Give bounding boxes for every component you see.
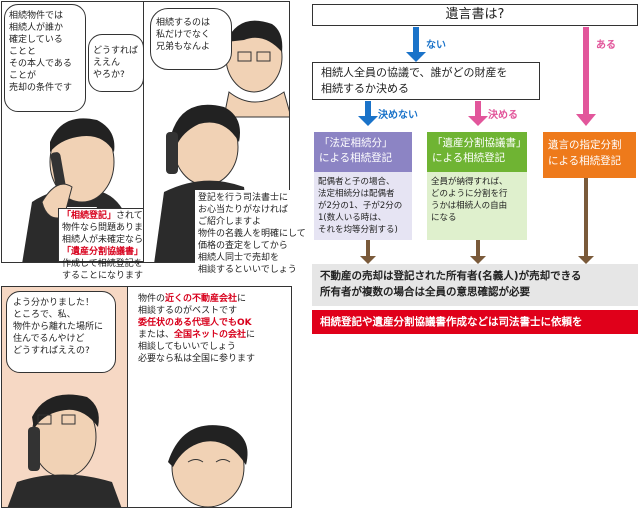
- highlight-text: 「相続登記」: [62, 211, 117, 221]
- bubble-line: ことと: [9, 47, 37, 57]
- caption-line: 作成して相続登記を: [62, 258, 178, 270]
- caption-line: 「相続登記」されている: [62, 210, 178, 222]
- man-on-phone-illustration: [7, 394, 122, 507]
- caption-line: ご紹介しますよ: [198, 217, 262, 227]
- bubble-line: その本人である: [9, 59, 72, 69]
- box-desc-line: が2分の1、子が2分の: [318, 201, 403, 211]
- manga-panel-3: よう分かりました！ ところで、私、物件から離れた場所に住んでるんやけどどうすればえ…: [1, 286, 128, 508]
- bubble-line: 売却の条件です: [9, 83, 73, 93]
- box-title-line: による相続登記: [432, 152, 506, 164]
- caption-line: または、全国ネットの会社に: [138, 329, 287, 341]
- caption-line: 物件なら問題ありません: [62, 222, 178, 234]
- bubble-line: ところで、私、: [13, 310, 76, 320]
- caption-text: 相談してもいいでしょう: [138, 342, 236, 352]
- undecided-label: 決めない: [378, 110, 418, 121]
- condition-line: 不動産の売却は登記された所有者(名義人)が売却できる: [320, 270, 582, 282]
- caption-line: 必要なら私は全国に参ります: [138, 353, 287, 365]
- highlight-text: 全国ネットの会社: [174, 330, 247, 340]
- bubble-line: 相続するのは: [156, 18, 211, 28]
- bubble-line: よう分かりました！: [13, 298, 95, 308]
- box-desc-line: うかは相続人の自由: [431, 201, 508, 211]
- caption-line: 価格の査定をしてから: [198, 241, 288, 251]
- caption-line: 相談するといいでしょう: [198, 265, 297, 275]
- box-desc-line: 全員が納得すれば、: [431, 177, 508, 187]
- bubble-line: 相続人が誰か: [9, 23, 64, 33]
- bubble-line: どうすれば: [93, 46, 139, 56]
- box-desc-line: 配偶者と子の場合、: [318, 177, 395, 187]
- decided-label: 決める: [488, 110, 518, 121]
- bubble-line: 私だけでなく: [156, 30, 211, 40]
- box-title-line: による相続登記: [319, 152, 393, 164]
- caption-text: することになります: [62, 271, 144, 281]
- caption-text: 必要なら私は全国に参ります: [138, 354, 256, 364]
- caption-text: に: [237, 294, 247, 304]
- highlight-text: 近くの不動産会社: [165, 294, 238, 304]
- bubble-line: 相続物件では: [9, 11, 64, 21]
- caption-text: 物件の: [138, 294, 166, 304]
- box-desc-line: 法定相続分は配偶者: [318, 189, 395, 199]
- caption-line: 物件の近くの不動産会社に: [138, 293, 287, 305]
- caption-text: または、: [138, 330, 175, 340]
- bubble-line: ええん: [93, 58, 121, 68]
- caption-line: お心当たりがなければ: [198, 205, 289, 215]
- caption-line: 委任状のある代理人でもOK: [138, 317, 287, 329]
- speech-bubble-main: 相続物件では相続人が誰か確定していることとその本人であることが売却の条件です: [4, 4, 86, 112]
- condition-line: 所有者が複数の場合は全員の意思確認が必要: [320, 286, 530, 298]
- branch-label-no: ない: [426, 40, 446, 51]
- caption-line: 物件の名義人を明確にして: [198, 229, 306, 239]
- caption-line: することになります: [62, 270, 178, 282]
- sale-condition-box: 不動産の売却は登記された所有者(名義人)が売却できる所有者が複数の場合は全員の意…: [312, 264, 638, 306]
- box-desc-line: になる: [431, 213, 457, 223]
- caption-line: 相続人が未確定なら: [62, 234, 178, 246]
- agreement-line: 相続するか決める: [321, 82, 409, 95]
- box-title-line: 遺言の指定分割: [548, 139, 622, 151]
- bubble-line: 兄弟もなんよ: [156, 42, 211, 52]
- caption-line: 相続人同士で売却を: [198, 253, 280, 263]
- caption-judicial-scrivener: 登記を行う司法書士にお心当たりがなければご紹介しますよ物件の名義人を明確にして価…: [195, 190, 306, 275]
- box-title-line: による相続登記: [548, 155, 622, 167]
- caption-text: 相談するのがベストです: [138, 306, 238, 316]
- branch-label-yes: ある: [596, 40, 616, 51]
- caption-text: されている: [116, 211, 161, 221]
- box-desc-line: どのように分割を行: [431, 189, 508, 199]
- caption-line: 相談するのがベストです: [138, 305, 287, 317]
- agreement-line: 相続人全員の協議で、誰がどの財産を: [321, 66, 508, 79]
- legal-share-title-box: 「法定相続分」による相続登記: [314, 132, 412, 172]
- agreement-box: 相続人全員の協議で、誰がどの財産を相続するか決める: [312, 62, 540, 100]
- bubble-line: ことが: [9, 71, 37, 81]
- woman-smiling-illustration: [168, 425, 248, 507]
- box-title-line: 「遺産分割協議書」: [432, 137, 527, 149]
- box-desc-line: それを均等分割する): [318, 225, 398, 235]
- box-desc-line: 1(数人いる時は、: [318, 213, 387, 223]
- caption-text: に: [246, 330, 256, 340]
- top-question-box: 遺言書は?: [312, 4, 638, 26]
- speech-bubble-remote-location: よう分かりました！ ところで、私、物件から離れた場所に住んでるんやけどどうすればえ…: [6, 291, 116, 373]
- speech-bubble-siblings: 相続するのは私だけでなく兄弟もなんよ: [150, 8, 232, 70]
- bubble-line: 物件から離れた場所に: [13, 322, 104, 332]
- box-title-line: 「法定相続分」: [319, 137, 393, 149]
- caption-line: 相談してもいいでしょう: [138, 341, 287, 353]
- bubble-line: 確定している: [9, 35, 63, 45]
- caption-text: 相続人が未確定なら: [62, 235, 144, 245]
- division-agreement-desc-box: 全員が納得すれば、どのように分割を行うかは相続人の自由になる: [427, 172, 527, 240]
- bubble-line: 住んでるんやけど: [13, 334, 85, 344]
- bubble-line: どうすればええの?: [13, 346, 90, 356]
- will-division-box: 遺言の指定分割による相続登記: [543, 132, 636, 178]
- request-scrivener-banner: 相続登記や遺産分割協議書作成などは司法書士に依頼を: [312, 310, 638, 334]
- bubble-line: やろか?: [93, 70, 125, 80]
- caption-text: 物件なら問題ありません: [62, 223, 161, 233]
- caption-line: 登記を行う司法書士に: [198, 193, 289, 203]
- caption-text: 作成して相続登記を: [62, 259, 143, 269]
- highlight-text: 「遺産分割協議書」: [62, 247, 144, 257]
- division-agreement-title-box: 「遺産分割協議書」による相続登記: [427, 132, 527, 172]
- speech-bubble-question: どうすればええんやろか?: [88, 34, 143, 92]
- legal-share-desc-box: 配偶者と子の場合、法定相続分は配偶者が2分の1、子が2分の 1(数人いる時は、それ…: [314, 172, 412, 240]
- highlight-text: 委任状のある代理人でもOK: [138, 318, 252, 328]
